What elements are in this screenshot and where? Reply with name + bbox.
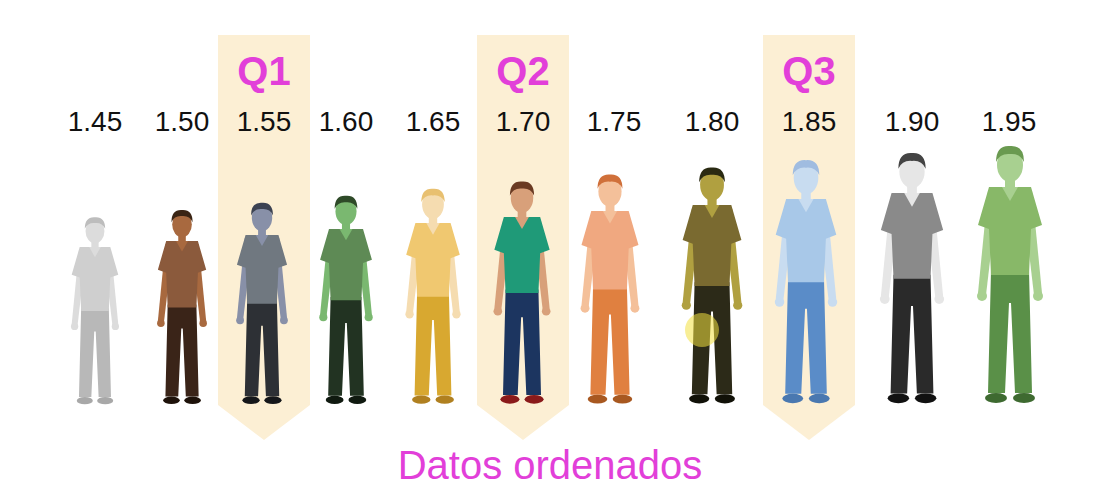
band-fill [218,35,310,440]
person-figure [319,196,372,404]
quartile-band: Q3 1.85 [763,35,855,440]
quartile-band: Q2 1.70 [477,35,569,440]
height-value: 1.80 [685,106,740,138]
height-value: 1.55 [218,106,310,138]
quartile-band: Q1 1.55 [218,35,310,440]
label-slot: 1.50 [132,106,232,138]
label-slot: 1.60 [296,106,396,138]
person-figure [157,210,207,404]
label-slot: 1.45 [45,106,145,138]
band-shape [477,35,569,440]
band-fill [763,35,855,440]
caption: Datos ordenados [398,443,703,487]
band-shape [763,35,855,440]
label-slot: 1.90 [862,106,962,138]
quartile-label: Q2 [477,49,569,93]
height-value: 1.90 [885,106,940,138]
label-slot: 1.65 [383,106,483,138]
caption-slot: Datos ordenados [250,443,850,487]
height-value: 1.70 [477,106,569,138]
height-value: 1.85 [763,106,855,138]
height-value: 1.60 [319,106,374,138]
height-value: 1.50 [155,106,210,138]
person-figure [581,175,640,404]
height-value: 1.65 [406,106,461,138]
quartile-label: Q1 [218,49,310,93]
label-slot: 1.80 [662,106,762,138]
height-value: 1.75 [587,106,642,138]
band-fill [477,35,569,440]
label-slot: 1.95 [959,106,1059,138]
cursor-highlight [685,313,719,347]
person-figure [977,146,1043,403]
person-figure [405,189,460,404]
person-figure [682,167,743,403]
person-figure [71,217,119,404]
quartile-label: Q3 [763,49,855,93]
label-slot: 1.75 [564,106,664,138]
height-value: 1.45 [68,106,123,138]
person-figure [880,153,944,403]
band-shape [218,35,310,440]
height-value: 1.95 [982,106,1037,138]
